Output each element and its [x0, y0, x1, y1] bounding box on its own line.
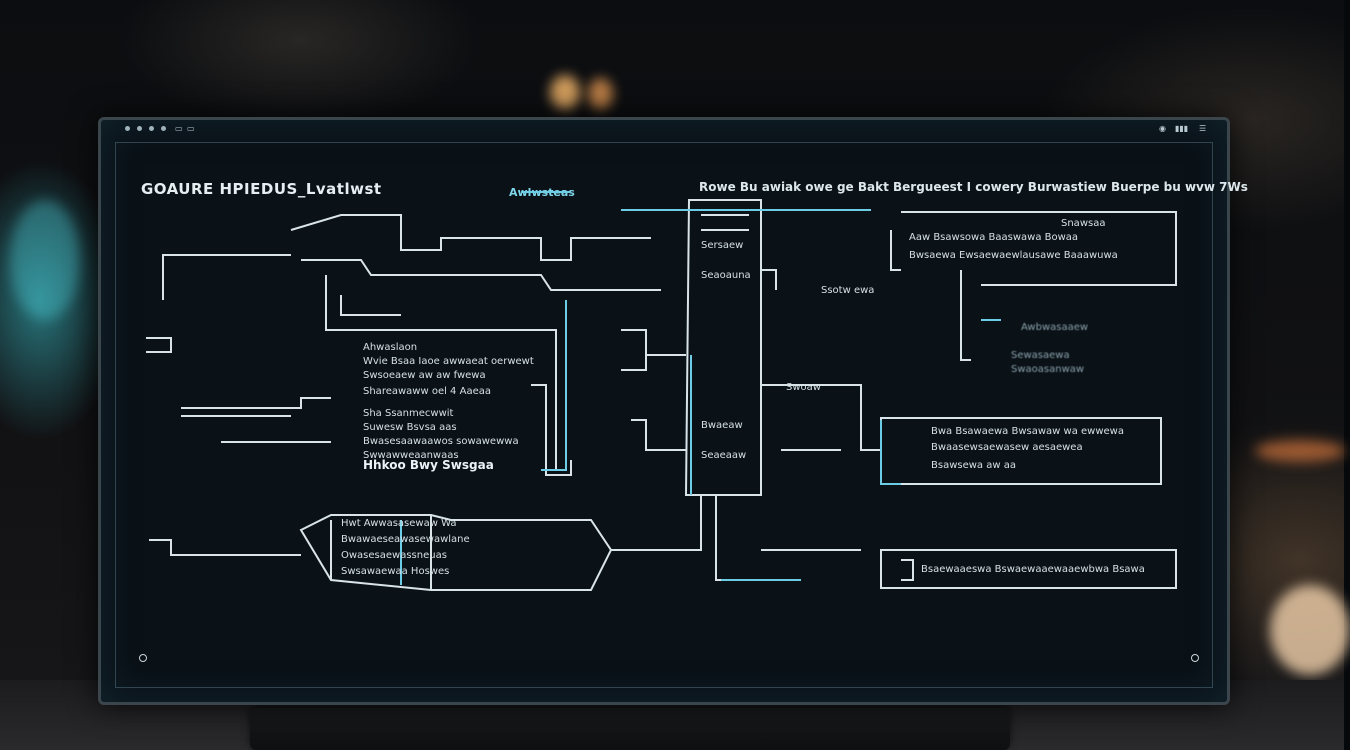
pipe-line [531, 384, 572, 476]
panel-outline [901, 211, 1177, 286]
connector-line [162, 254, 291, 300]
menu-icon: ☰ [1199, 124, 1207, 133]
right-label: Aaw Bsawsowa Baaswawa Bowaa [909, 232, 1079, 243]
right-label: Snawsaa [1061, 218, 1106, 229]
left-label: Suwesw Bsvsa aas [363, 422, 457, 433]
machine-outline [299, 514, 613, 591]
lower-label: Swsawaewaa Hoswes [341, 566, 450, 577]
status-dot [149, 126, 154, 131]
pipe-line [761, 269, 777, 290]
center-label: Swoaw [786, 382, 821, 393]
blurred-label: Sewasaewa [1011, 350, 1070, 361]
highlight-line [880, 420, 901, 485]
keyboard [250, 708, 1010, 750]
machine-detail [330, 515, 432, 590]
panel-mid-label: Bwa Bsawaewa Bwsawaw wa ewwewa [931, 426, 1124, 437]
wifi-icon: ◉ [1159, 124, 1166, 133]
left-label: Shareawaww oel 4 Aaeaa [363, 386, 491, 397]
panel-outline [880, 549, 1177, 589]
bokeh-light [1270, 585, 1350, 675]
pipe-line [325, 275, 557, 470]
corner-dot [1191, 654, 1199, 662]
left-label: Wvie Bsaa Iaoe awwaeat oerwewt [363, 356, 534, 367]
corner-dot [139, 654, 147, 662]
screen-top-bar: ▭ ▭ ◉ ▮▮▮ ☰ [101, 120, 1227, 138]
left-label: Sha Ssanmecwwit [363, 408, 454, 419]
pipe-line [621, 329, 647, 371]
status-dot [137, 126, 142, 131]
schematic-diagram [146, 191, 1177, 591]
pipe-line [611, 495, 702, 551]
left-emphasis-label: Hhkoo Bwy Swsgaa [363, 458, 494, 472]
pipe-line [715, 495, 741, 581]
page-title: GOAURE HPIEDUS_Lvatlwst [141, 180, 382, 198]
machine-outline [290, 214, 651, 261]
column-detail [701, 214, 749, 231]
bokeh-light [1255, 440, 1345, 462]
monitor-screen: ▭ ▭ ◉ ▮▮▮ ☰ GOAURE HPIEDUS_Lvatlwst Awlw… [98, 117, 1248, 705]
machine-outline [301, 259, 661, 291]
window-icon: ▭ [187, 124, 195, 133]
bokeh-light [10, 200, 80, 320]
center-label: Bwaeaw [701, 420, 743, 431]
column-outline [684, 199, 762, 496]
pipe-line [960, 270, 971, 361]
lower-label: Hwt Awwasasewaw Wa [341, 518, 457, 529]
lower-label: Owasesaewassneuas [341, 550, 447, 561]
panel-mid-label: Bwaasewsaewasew aesaewea [931, 442, 1083, 453]
right-label: Ssotw ewa [821, 285, 875, 296]
pipe-line [340, 295, 401, 316]
center-label: Seaeaaw [701, 450, 747, 461]
lower-label: Bwawaeseawasewawlane [341, 534, 470, 545]
panel-mid-label: Bsawsewa aw aa [931, 460, 1016, 471]
status-dot [125, 126, 130, 131]
center-label: Seaoauna [701, 270, 751, 281]
header-text: Rowe Bu awiak owe ge Bakt Bergueest I co… [699, 180, 1248, 194]
left-label: Ahwaslaon [363, 342, 418, 353]
pipe-line [631, 419, 686, 451]
blurred-label: Awbwasaaew [1021, 322, 1089, 333]
connector-line [181, 397, 331, 409]
bokeh-light [550, 75, 580, 110]
panel-outline [890, 230, 901, 271]
connector-line [146, 337, 172, 353]
battery-icon: ▮▮▮ [1175, 124, 1189, 133]
pipe-line [761, 384, 881, 451]
panel-detail [901, 559, 914, 581]
right-label: Bwsaewa Ewsaewaewlausawe Baaawuwa [909, 250, 1118, 261]
screen-inner-frame [115, 142, 1213, 688]
left-label: Swwawweaanwaas [363, 450, 459, 461]
panel-low-label: Bsaewaaeswa Bswaewaaewaaewbwa Bsawa [921, 564, 1145, 575]
center-label: Sersaew [701, 240, 744, 251]
bokeh-light [588, 78, 613, 110]
blurred-label: Swaoasanwaw [1011, 364, 1085, 375]
connector-line [149, 539, 301, 556]
window-icon: ▭ [175, 124, 183, 133]
left-label: Bwasesaawaawos sowawewwa [363, 436, 519, 447]
left-label: Swsoeaew aw aw fwewa [363, 370, 486, 381]
highlight-line [541, 300, 567, 471]
status-dot [161, 126, 166, 131]
